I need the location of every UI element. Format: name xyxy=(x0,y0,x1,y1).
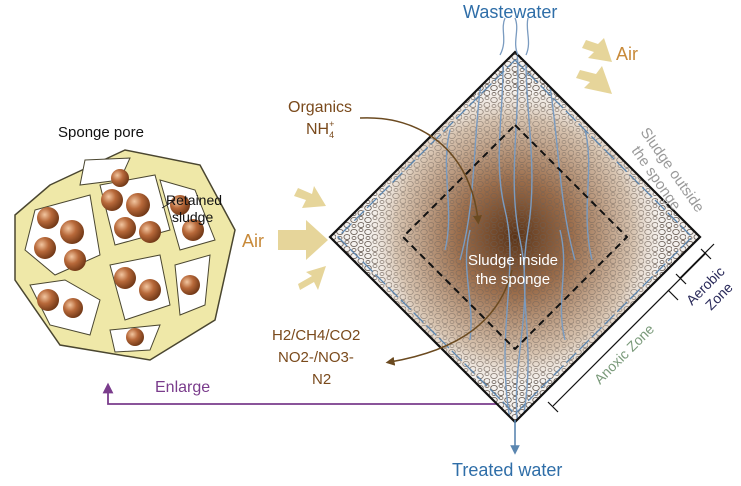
output-arrow xyxy=(385,269,513,366)
wastewater-label: Wastewater xyxy=(463,2,557,22)
air-left-label: Air xyxy=(242,231,264,251)
sludge-ball-icon xyxy=(34,169,204,346)
sludge-inside-label-1: Sludge inside xyxy=(468,252,558,269)
air-arrow-icon xyxy=(278,38,612,290)
input-arrow xyxy=(359,117,482,225)
air-top-label: Air xyxy=(616,44,638,64)
sponge-cube xyxy=(328,50,702,424)
wastewater-inflow xyxy=(499,17,530,56)
enlarge-label: Enlarge xyxy=(155,379,210,396)
n2-label: N2 xyxy=(312,371,331,388)
sludge-inside-label-2: the sponge xyxy=(476,271,550,288)
sponge-pore-illustration xyxy=(14,149,236,361)
treated-water-label: Treated water xyxy=(452,460,562,480)
anoxic-boundary xyxy=(401,123,629,351)
retained-sludge-label-2: sludge xyxy=(172,209,213,225)
organics-label: Organics xyxy=(288,99,352,116)
nh4-label: NH4+ xyxy=(306,119,334,140)
gas-products-label: H2/CH4/CO2 xyxy=(272,327,360,344)
nitrogen-oxides-label: NO2-/NO3- xyxy=(278,349,354,366)
sponge-pore-label: Sponge pore xyxy=(58,124,144,141)
enlarge-arrow xyxy=(102,382,510,405)
retained-sludge-label-1: Retained xyxy=(166,192,222,208)
zone-dimension-lines xyxy=(547,243,715,413)
